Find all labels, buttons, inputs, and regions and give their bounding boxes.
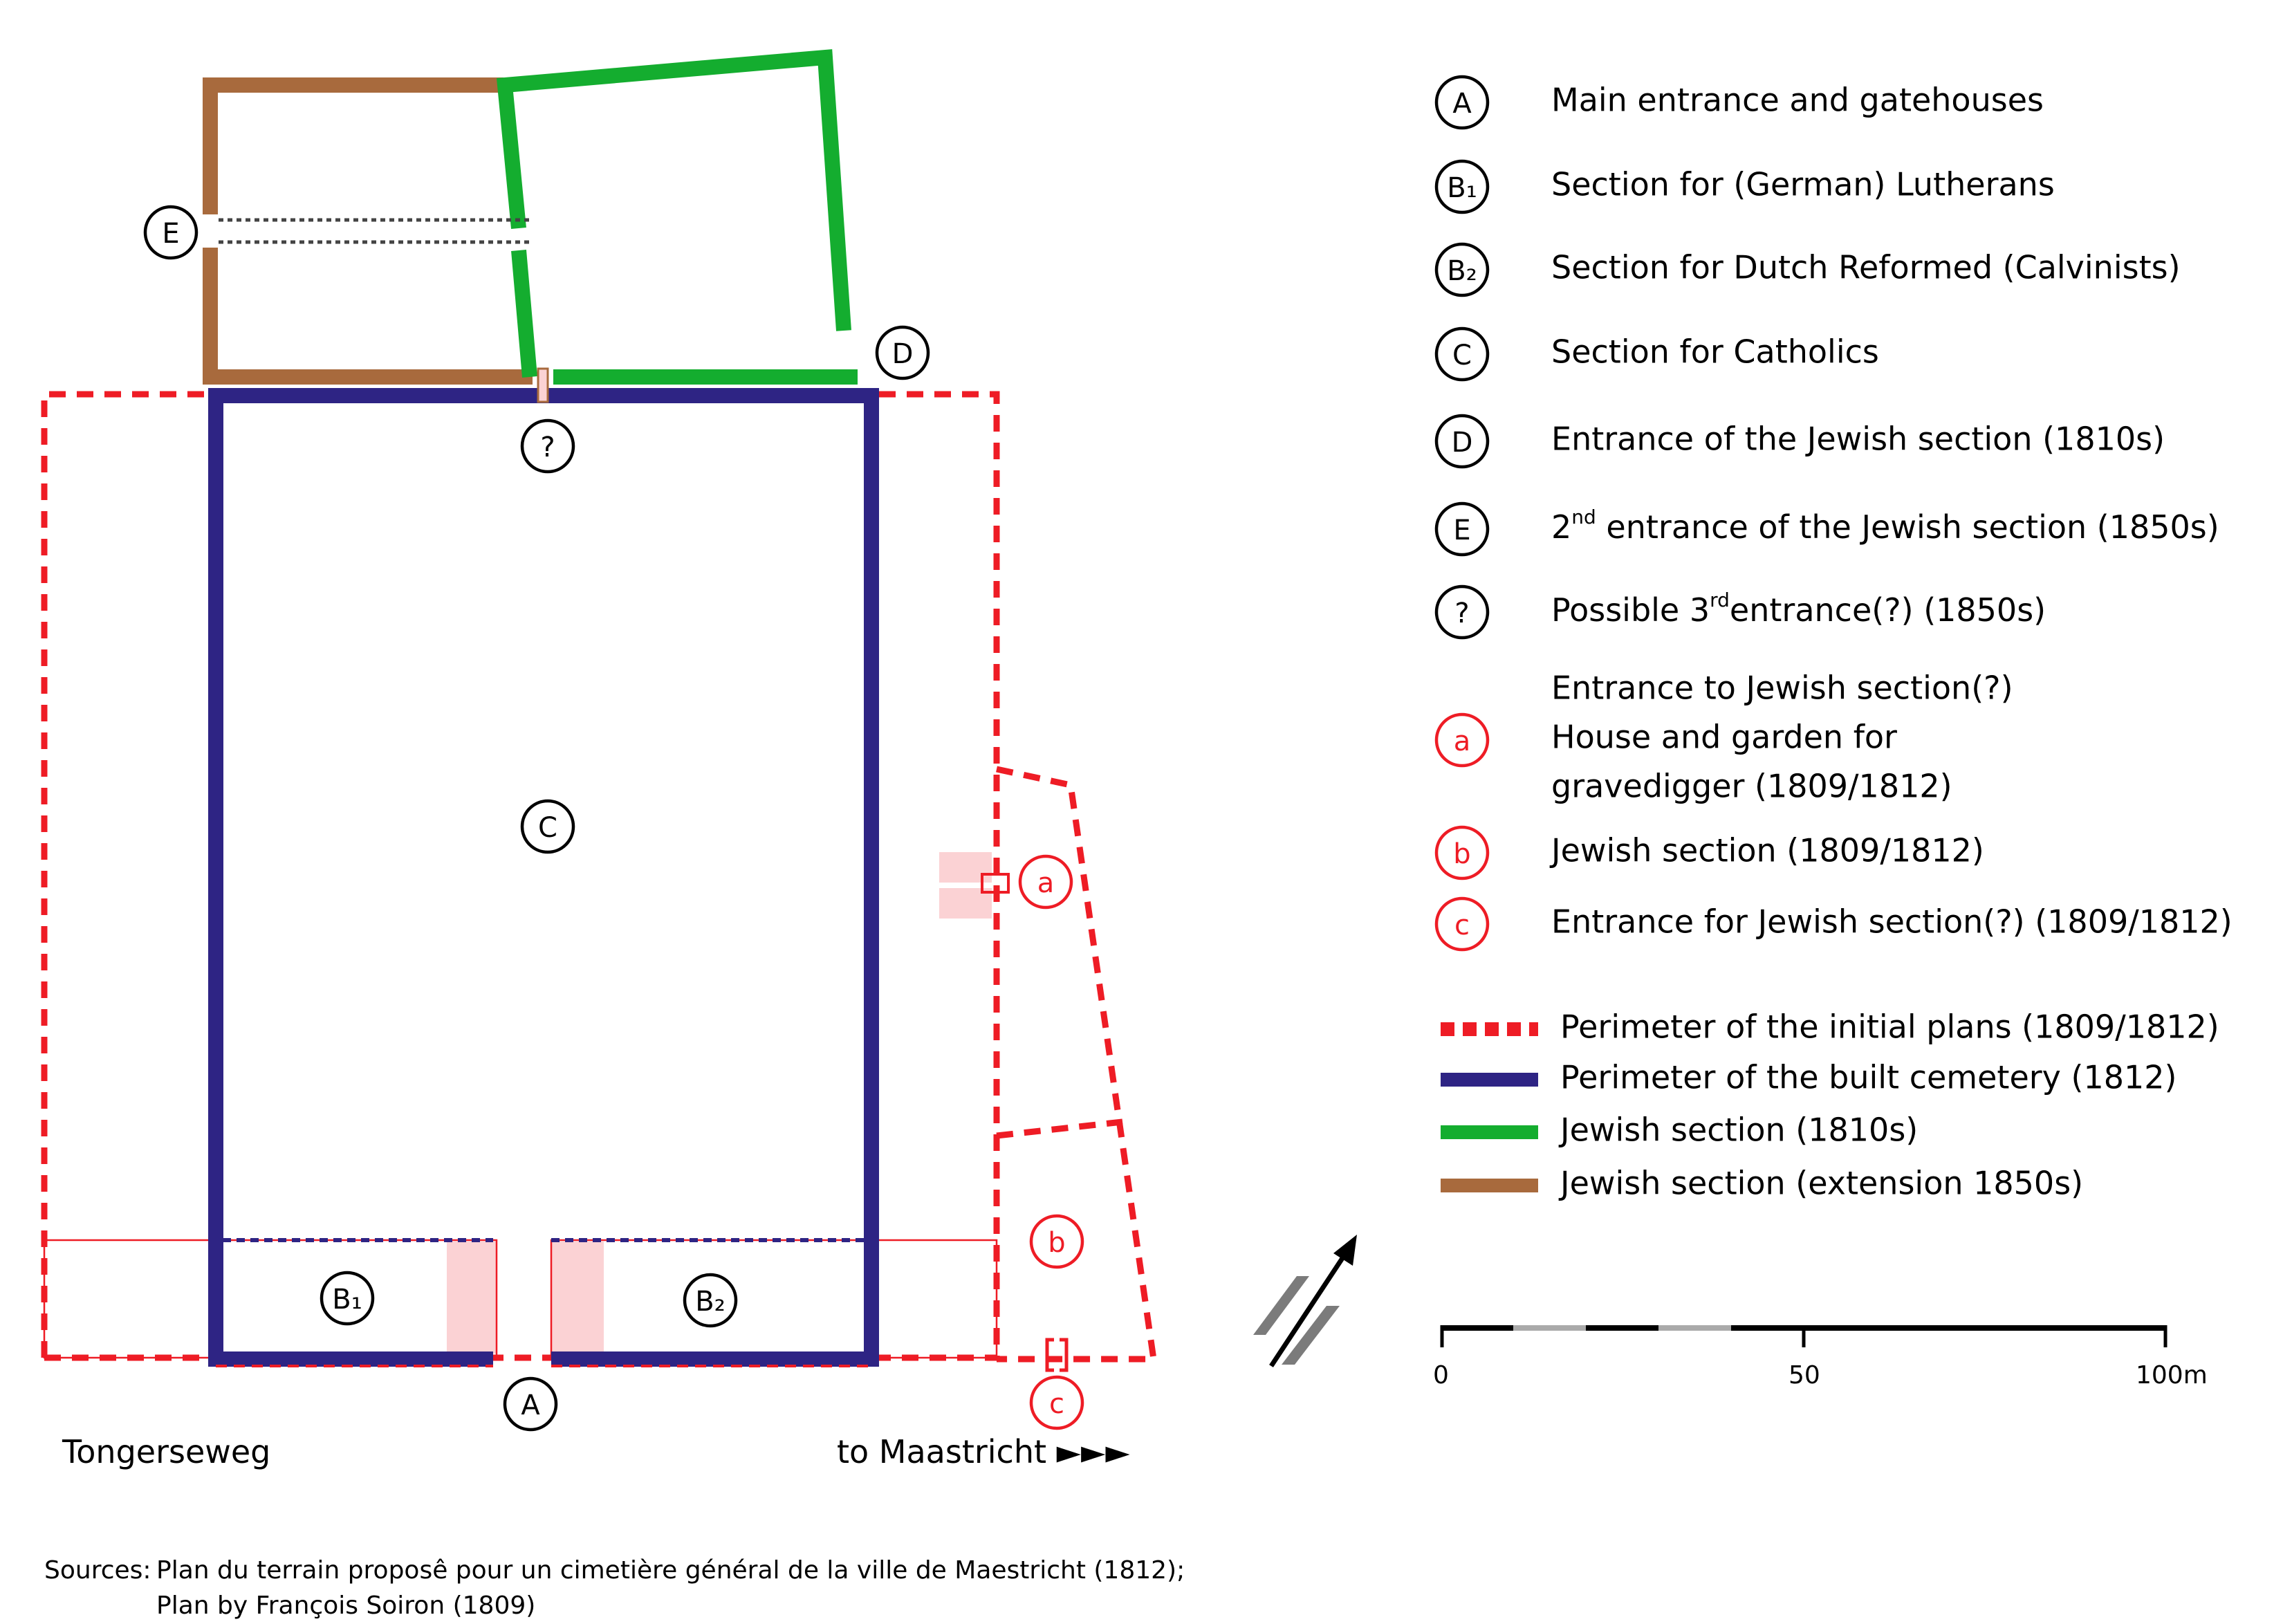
legend-badge-5: E [1434, 501, 1490, 557]
legend-badge-6-label: ? [1454, 598, 1469, 629]
north-arrow-icon [1253, 1235, 1357, 1367]
scale-tick-0: 0 [1433, 1361, 1449, 1390]
map-badge-c-label: c [1049, 1388, 1064, 1420]
legend-badge-0: A [1434, 75, 1490, 130]
scale-tick-50: 50 [1788, 1361, 1820, 1390]
map-badge-a-label: A [521, 1390, 540, 1421]
legend-badge-0-label: A [1452, 88, 1472, 120]
section-fill-b1-gate [447, 1242, 497, 1354]
legend-text-7-0: Entrance to Jewish section(?) [1551, 670, 2013, 707]
map-badges: E D? C B₁ B₂ Aa b c [143, 205, 1084, 1432]
map-badge-a: a [1018, 854, 1073, 910]
legend-line-text-1: Perimeter of the built cemetery (1812) [1560, 1059, 2176, 1096]
legend-text-5: 2nd entrance of the Jewish section (1850… [1551, 506, 2219, 546]
legend-badge-6: ? [1434, 584, 1490, 640]
map-badge-b1: B₁ [320, 1271, 375, 1326]
section-fill-b2-gate [551, 1242, 604, 1354]
legend-text-7-1: House and garden for [1551, 719, 1897, 756]
legend-text-7-2: gravedigger (1809/1812) [1551, 768, 1952, 805]
legend-text-1: Section for (German) Lutherans [1551, 166, 2055, 203]
gate-marker-question [537, 367, 549, 403]
sources-line-2: Plan by François Soiron (1809) [156, 1591, 535, 1620]
legend-text-4: Entrance of the Jewish section (1810s) [1551, 421, 2165, 458]
legend-lines: Perimeter of the initial plans (1809/181… [1441, 1008, 2219, 1202]
jewish-section-1810s [496, 49, 858, 385]
map-badge-b2: B₂ [683, 1273, 738, 1328]
legend-text-3: Section for Catholics [1551, 333, 1879, 371]
legend-badge-1-label: B₁ [1447, 172, 1477, 204]
legend-badge-4: D [1434, 414, 1490, 469]
gate-marker-a [981, 873, 1010, 894]
legend-line-text-0: Perimeter of the initial plans (1809/181… [1560, 1008, 2219, 1046]
legend-badge-8: b [1434, 825, 1490, 880]
map-badge-a-label: a [1037, 867, 1055, 899]
legend-badge-3-label: C [1452, 340, 1472, 371]
jewish-passage-dotted [219, 218, 533, 244]
map-badge-b: b [1029, 1214, 1084, 1269]
gate-marker-c [1045, 1338, 1069, 1372]
map-badge-b1-label: B₁ [332, 1284, 362, 1316]
map-badge-c: C [520, 799, 575, 854]
legend-badge-1: B₁ [1434, 159, 1490, 214]
legend-text-0: Main entrance and gatehouses [1551, 82, 2044, 119]
road-label: Tongerseweg [62, 1433, 270, 1470]
legend-text-6: Possible 3rdentrance(?) (1850s) [1551, 589, 2046, 629]
map-badge-e: E [143, 205, 198, 260]
legend-line-text-2: Jewish section (1810s) [1558, 1111, 1918, 1149]
sources-line-1: Plan du terrain proposê pour un cimetièr… [156, 1556, 1185, 1585]
legend-badge-2-label: B₂ [1447, 255, 1477, 287]
map-badge-a: A [503, 1376, 558, 1432]
legend-text-8: Jewish section (1809/1812) [1549, 832, 1984, 869]
legend-badge-8-label: b [1453, 838, 1470, 870]
sources: Sources: Plan du terrain proposê pour un… [44, 1556, 1185, 1620]
map-badge-b2-label: B₂ [695, 1286, 725, 1318]
map-badge-c-label: C [538, 812, 557, 844]
map-badge-d: D [875, 325, 930, 380]
legend-badge-5-label: E [1453, 515, 1470, 546]
legend-badge-7: a [1434, 712, 1490, 768]
scale-tick-100: 100m [2136, 1361, 2208, 1390]
built-perimeter [208, 388, 879, 1367]
legend-badge-7-label: a [1454, 726, 1471, 757]
legend-badge-4-label: D [1452, 427, 1473, 459]
direction-label: to Maastricht ►►► [837, 1433, 1130, 1470]
legend-badge-9-label: c [1454, 910, 1470, 941]
legend-badge-9: c [1434, 896, 1490, 952]
map-badge-e-label: E [162, 218, 179, 250]
front-row-outline [43, 1239, 998, 1359]
legend-badge-2: B₂ [1434, 242, 1490, 297]
jewish-extension-1850s [203, 77, 546, 398]
legend-badge-3: C [1434, 326, 1490, 382]
map-badge-b-label: b [1048, 1227, 1065, 1259]
map-badge-c: c [1029, 1375, 1084, 1430]
map-badge-q-label: ? [540, 432, 555, 463]
sources-label: Sources: [44, 1556, 151, 1585]
section-fill-a [939, 852, 992, 883]
legend-line-text-3: Jewish section (extension 1850s) [1558, 1165, 2083, 1202]
scale-bar: 0 50 100m [1433, 1325, 2208, 1390]
map-badge-q: ? [520, 418, 575, 474]
map-badge-d-label: D [892, 338, 914, 370]
legend-text-9: Entrance for Jewish section(?) (1809/181… [1551, 903, 2233, 941]
legend-text-2: Section for Dutch Reformed (Calvinists) [1551, 249, 2181, 286]
